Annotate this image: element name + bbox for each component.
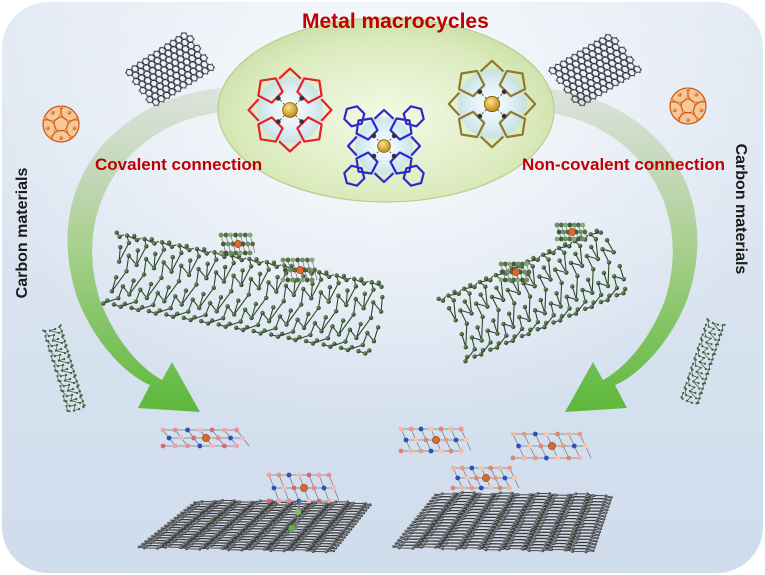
fullerene-left-icon bbox=[42, 105, 80, 143]
label-carbon-materials-right: Carbon materials bbox=[731, 143, 749, 275]
right-curved-arrow bbox=[543, 88, 698, 412]
graphene-sheet-top-right bbox=[548, 33, 642, 107]
adsorbed-molecules bbox=[160, 222, 592, 532]
porphyrin-gold-macrocycle bbox=[447, 59, 537, 149]
nanotube-left-covalent bbox=[101, 230, 385, 356]
graphene-sheet-top-left bbox=[125, 32, 215, 107]
left-curved-arrow bbox=[67, 88, 222, 412]
nanotube-small-left-icon bbox=[42, 324, 86, 413]
label-noncovalent-connection: Non-covalent connection bbox=[522, 155, 726, 174]
label-carbon-materials-left: Carbon materials bbox=[14, 167, 32, 299]
label-covalent-connection: Covalent connection bbox=[95, 155, 263, 174]
title-metal-macrocycles: Metal macrocycles bbox=[302, 10, 489, 33]
fullerene-right-icon bbox=[669, 87, 707, 125]
phthalocyanine-blue-macrocycle bbox=[343, 105, 425, 187]
porphyrin-red-macrocycle bbox=[247, 67, 333, 153]
nanotube-small-right-icon bbox=[680, 318, 726, 405]
macrocycle-ellipse bbox=[217, 17, 555, 203]
graphene-sheet-bottom-right bbox=[392, 491, 613, 554]
